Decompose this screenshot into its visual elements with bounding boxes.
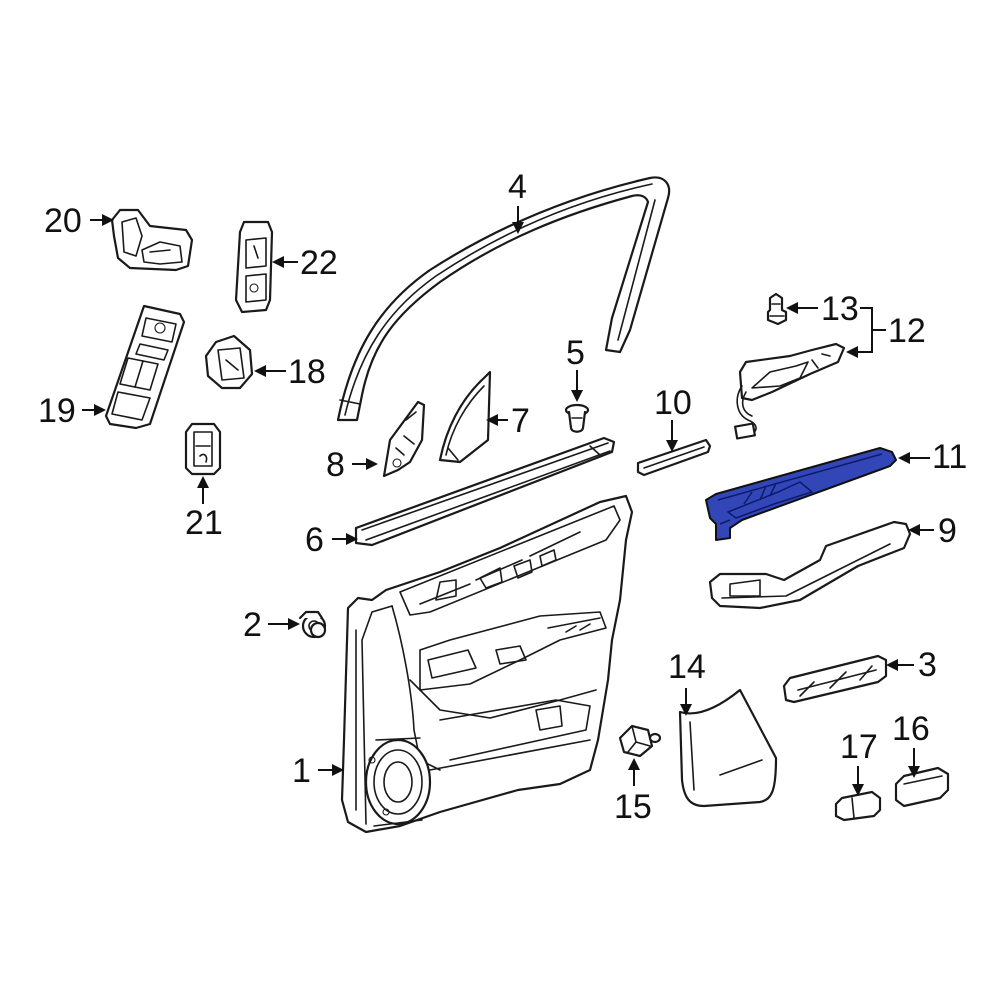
part-21-switch[interactable] (184, 422, 222, 476)
part-9-armrest-trim[interactable] (708, 520, 912, 610)
part-14-speaker-cover[interactable] (678, 688, 778, 808)
callout-17: 17 (840, 728, 878, 766)
part-8-mirror-trim[interactable] (382, 400, 426, 478)
part-16-cap[interactable] (894, 766, 950, 808)
part-15-clip[interactable] (618, 724, 662, 758)
callout-6: 6 (305, 521, 324, 559)
part-1-door-trim-panel[interactable] (340, 494, 634, 834)
leader-lines (82, 206, 934, 796)
part-5-retainer-clip[interactable] (564, 403, 590, 433)
part-13-bolt[interactable] (766, 292, 788, 326)
callout-22: 22 (300, 244, 338, 282)
part-12-inner-door-handle[interactable] (733, 342, 846, 440)
callout-15: 15 (614, 788, 652, 826)
part-10-trim-strip[interactable] (636, 438, 712, 477)
callout-3: 3 (918, 646, 937, 684)
callout-9: 9 (938, 512, 957, 550)
callout-11: 11 (932, 438, 967, 476)
part-20-seat-switch[interactable] (110, 208, 194, 272)
callout-16: 16 (892, 710, 930, 748)
part-19-window-switch-panel[interactable] (104, 304, 186, 430)
callout-12: 12 (888, 312, 926, 350)
part-6-belt-moulding[interactable] (354, 436, 616, 547)
part-11-highlight-fill (705, 447, 897, 541)
part-11-armrest-top-highlighted[interactable] (705, 447, 897, 541)
callout-4: 4 (508, 168, 527, 206)
part-18-switch[interactable] (204, 334, 254, 390)
callout-10: 10 (654, 384, 692, 422)
callout-19: 19 (38, 392, 76, 430)
part-17-cap[interactable] (834, 790, 882, 822)
part-4-window-seal[interactable] (336, 176, 671, 422)
callout-8: 8 (326, 446, 345, 484)
callout-labels: 1 2 3 4 5 6 7 8 9 10 11 12 13 14 15 16 1… (38, 168, 967, 826)
callout-2: 2 (243, 606, 262, 644)
callout-5: 5 (566, 334, 585, 372)
callout-18: 18 (288, 353, 326, 391)
callout-20: 20 (44, 202, 82, 240)
callout-21: 21 (185, 504, 223, 542)
callout-1: 1 (292, 752, 311, 790)
part-22-switch-module[interactable] (234, 220, 274, 314)
callout-7: 7 (511, 402, 530, 440)
callout-13: 13 (821, 290, 859, 328)
part-3-trim-insert[interactable] (782, 654, 888, 704)
callout-14: 14 (668, 648, 706, 686)
part-7-corner-trim[interactable] (438, 370, 492, 464)
part-2-fastener[interactable] (298, 610, 327, 639)
